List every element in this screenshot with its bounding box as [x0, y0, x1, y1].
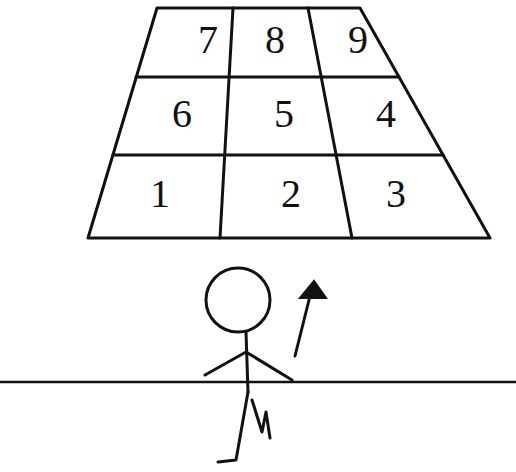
grid-line [220, 8, 233, 238]
grid-outline [88, 8, 490, 238]
thrown-marker [300, 281, 326, 298]
grid-line [136, 76, 399, 79]
cell-number: 1 [150, 174, 170, 214]
ground-line [0, 381, 516, 384]
cell-number: 2 [281, 174, 301, 214]
cell-number: 7 [198, 20, 218, 60]
figure-leg [218, 392, 248, 462]
grid-line [113, 154, 443, 157]
figure-head [206, 268, 270, 332]
cell-number: 5 [274, 94, 294, 134]
cell-number: 4 [376, 94, 396, 134]
figure-arms [205, 352, 292, 380]
figure-leg [252, 400, 270, 438]
cell-number: 3 [386, 174, 406, 214]
grid-line [308, 8, 352, 238]
cell-number: 6 [172, 94, 192, 134]
figure-hand [295, 296, 310, 356]
cell-number: 8 [265, 20, 285, 60]
figure-body [246, 332, 248, 392]
cell-number: 9 [348, 20, 368, 60]
